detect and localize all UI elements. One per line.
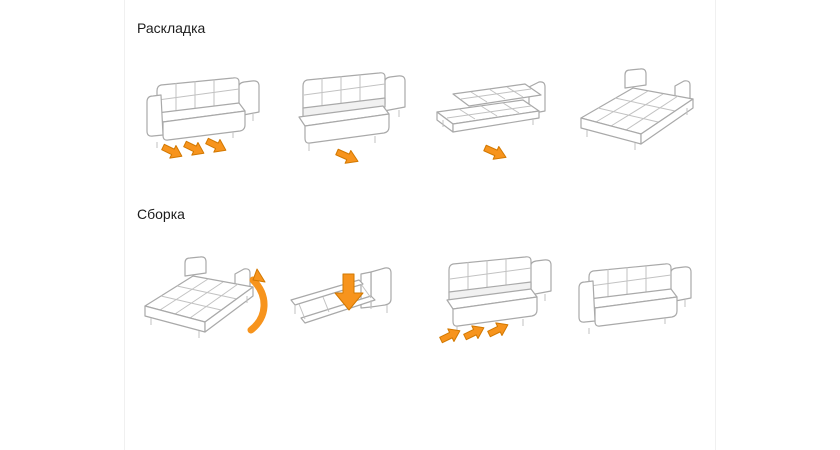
unfold-step-1 [135, 50, 275, 168]
sofa-half-unfolded-icon [436, 80, 546, 160]
unfold-steps-row [135, 50, 707, 168]
instruction-sheet: Раскладка [124, 0, 716, 450]
fold-step-4 [567, 236, 707, 354]
bed-lift-edge-icon [144, 255, 268, 338]
unfold-step-4 [567, 50, 707, 168]
fold-step-3 [423, 236, 563, 354]
frame-push-down-icon [290, 266, 392, 324]
unfold-step-3 [423, 50, 563, 168]
sofa-bed-flat-icon [580, 67, 694, 150]
fold-step-1 [135, 236, 275, 354]
sofa-push-in-icon [439, 255, 552, 343]
section-title-unfold: Раскладка [137, 20, 206, 36]
fold-step-2 [279, 236, 419, 354]
sofa-assembled-icon [578, 262, 692, 334]
fold-steps-row [135, 236, 707, 354]
section-title-fold: Сборка [137, 206, 185, 222]
sofa-seat-extended-icon [298, 71, 406, 164]
sofa-folded-pull-out-icon [146, 76, 260, 159]
unfold-step-2 [279, 50, 419, 168]
